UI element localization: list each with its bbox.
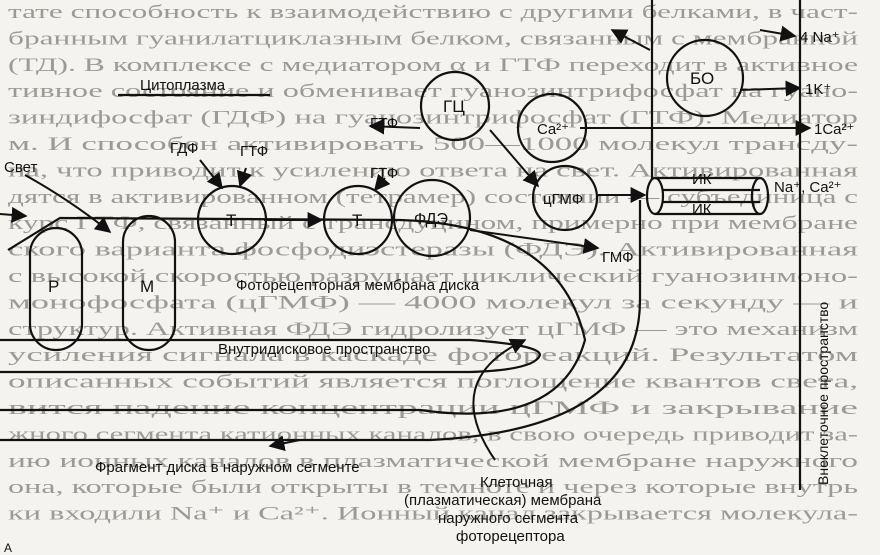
pde-to-gmp-arrow xyxy=(469,229,600,254)
background-text-line: ию ионных каналов в плазматической мембр… xyxy=(8,451,858,472)
bo-circle xyxy=(665,38,745,118)
gc-to-gtp-arrow xyxy=(368,118,421,135)
label-gdp: ГДФ xyxy=(170,140,198,157)
light-arrow xyxy=(24,174,112,233)
label-gc: ГЦ xyxy=(443,97,465,116)
label-intradisc: Внутридисковое пространство xyxy=(218,341,430,358)
plasma-membrane-curve xyxy=(0,200,642,442)
label-gmp: ГМФ xyxy=(602,249,634,266)
label-t2: Т xyxy=(352,211,362,230)
background-text-line: вится падение концентрации цГМФ и закрыв… xyxy=(8,398,858,419)
label-cgmp: цГМФ xyxy=(543,191,583,208)
disc-membrane-outer xyxy=(0,216,587,415)
diagram-lines xyxy=(0,0,802,490)
label-pde: ФДЭ xyxy=(414,211,448,228)
na-in-arrow xyxy=(610,29,651,51)
background-text-line: тате способность к взаимодействию с друг… xyxy=(8,2,858,23)
background-text-line: (ТД). В комплексе с медиатором α и ГТФ п… xyxy=(8,55,858,76)
background-text-line: усиления сигнала в каскаде фотореакций. … xyxy=(8,345,858,366)
label-gtp-left: ГТФ xyxy=(240,143,268,160)
label-ca1: 1Ca²⁺ xyxy=(814,121,854,138)
label-extracellular: Внеклеточное пространство xyxy=(815,302,831,485)
label-fig-letter: А xyxy=(4,541,12,555)
gc-circle xyxy=(419,70,491,142)
label-plasma-4: фоторецептора xyxy=(456,528,565,545)
label-t1: Т xyxy=(226,211,236,230)
gtp-top-arrow xyxy=(373,173,391,192)
cgmp-circle xyxy=(531,164,599,232)
label-r: Р xyxy=(48,277,59,296)
disc-membrane-inner xyxy=(0,338,542,374)
gdp-arrow xyxy=(199,159,223,190)
metarhodopsin-pill xyxy=(121,214,177,352)
background-text-line: ского варианта фосфодиэстеразы (ФДЭ). Ак… xyxy=(8,240,858,261)
background-text-line: с высокой скоростью разрушает циклически… xyxy=(8,266,858,287)
label-disc-fragment: Фрагмент диска в наружном сегменте xyxy=(95,459,360,476)
label-plasma-2: (плазматическая) мембрана xyxy=(404,492,602,509)
background-text-line: ки входили Na⁺ и Ca²⁺. Ионный канал закр… xyxy=(8,504,858,525)
label-photo-membrane: Фоторецепторная мембрана диска xyxy=(236,277,480,294)
plasma-label-arrow xyxy=(472,338,527,461)
background-text-line: структур. Активная ФДЭ гидролизует цГМФ … xyxy=(8,319,858,340)
na4-arrow xyxy=(759,25,797,42)
background-text-line: она, которые были открыты в темноте и че… xyxy=(8,477,859,498)
label-k1: 1K⁺ xyxy=(805,81,831,98)
label-na4: 4 Na⁺ xyxy=(800,29,840,46)
label-ik-top: ИК xyxy=(692,171,712,188)
gtp-arrow xyxy=(236,167,253,188)
background-text-line: бранным гуанилатциклазным белком, связан… xyxy=(8,28,858,49)
pde-circle xyxy=(392,178,472,258)
label-bo: БО xyxy=(690,69,714,88)
label-na-ca: Na⁺, Ca²⁺ xyxy=(774,179,842,196)
label-ca-gc: Ca²⁺ xyxy=(537,121,569,138)
k-arrow xyxy=(739,80,802,97)
label-cytoplasm: Цитоплазма xyxy=(140,77,226,94)
background-text-line: монофосфата (цГМФ) — 4000 молекул за сек… xyxy=(8,292,858,313)
rhodopsin-pill xyxy=(28,226,84,352)
background-text-line: зиндифосфат (ГДФ) на гуанозинтрифосфат (… xyxy=(8,108,858,129)
labels: Цитоплазма Свет ГДФ ГТФ ГТФ ГТФ ГЦ Ca²⁺ … xyxy=(4,29,854,555)
transducin-circle-2 xyxy=(322,184,394,256)
label-gtp-top: ГТФ xyxy=(370,115,398,132)
label-gtp-mid: ГТФ xyxy=(370,165,398,182)
light-side-arrow xyxy=(0,206,28,223)
background-text-line: м. И способен активировать 500—1000 моле… xyxy=(8,134,858,155)
label-plasma-3: наружного сегмента xyxy=(438,510,579,527)
label-ik-bottom: ИК xyxy=(692,201,712,218)
background-text-line: жного сегмента катионных каналов, в свою… xyxy=(6,424,858,445)
label-light: Свет xyxy=(4,159,37,176)
label-m: М xyxy=(140,277,154,296)
gc-to-cgmp-arrow xyxy=(489,129,540,188)
background-text-line: тивное состояние и обменивает гуанозинтр… xyxy=(8,81,858,102)
disc-fragment-arrow xyxy=(268,435,301,452)
background-text-line: описанных событий является поглощение кв… xyxy=(8,372,858,393)
label-plasma-1: Клеточная xyxy=(480,474,553,491)
arrows xyxy=(0,25,812,461)
